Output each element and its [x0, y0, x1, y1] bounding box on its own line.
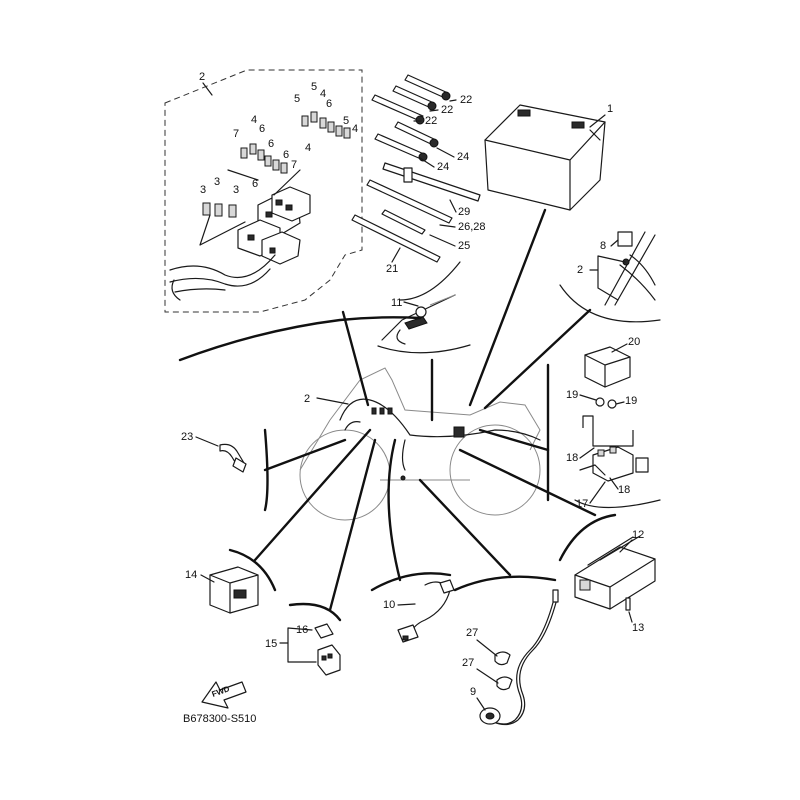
callout-5: 5: [311, 81, 317, 93]
callout-25: 25: [458, 240, 470, 252]
diagram-code: B678300-S510: [183, 713, 256, 725]
callout-6: 6: [252, 178, 258, 190]
callout-22: 22: [425, 115, 437, 127]
callout-7: 7: [233, 128, 239, 140]
callout-5: 5: [343, 115, 349, 127]
callout-2-inset: 2: [199, 71, 205, 83]
callout-20: 20: [628, 336, 640, 348]
callout-23: 23: [181, 431, 193, 443]
callout-9: 9: [470, 686, 476, 698]
callout-16: 16: [296, 624, 308, 636]
callout-5: 5: [294, 93, 300, 105]
fuse-set: [202, 111, 351, 218]
callout-22: 22: [441, 104, 453, 116]
frame-detail-top-right: 8 2: [559, 231, 661, 323]
battery-part: 1: [484, 103, 613, 211]
callout-18: 18: [566, 452, 578, 464]
callout-22: 22: [460, 94, 472, 106]
ground-bolt-detail: 11: [377, 294, 471, 354]
sensor-lead-group: 27 27 9: [453, 575, 559, 726]
separator-arc: [263, 428, 269, 512]
motorcycle-outline: 2: [299, 367, 541, 521]
callout-3: 3: [214, 176, 220, 188]
callout-2-right: 2: [577, 264, 583, 276]
callout-2-main: 2: [304, 393, 310, 405]
callout-3: 3: [200, 184, 206, 196]
wire-band-part: 23: [181, 431, 247, 473]
starter-relay-group: 20 19 19 18 18 17: [566, 336, 661, 510]
leader-lines: [253, 208, 597, 612]
callout-1: 1: [607, 103, 613, 115]
callout-4: 4: [251, 114, 257, 126]
callout-19: 19: [625, 395, 637, 407]
lead-wire-part: 10: [370, 572, 455, 643]
callout-8: 8: [600, 240, 606, 252]
fuse-box-inset: 2 3 3 3 7 7 4 4 4 4 6 6 6 6 6 5 5 5: [164, 69, 363, 313]
callout-11: 11: [391, 297, 402, 309]
callout-24: 24: [437, 161, 449, 173]
rectifier-regulator-group: 12 13: [558, 513, 656, 634]
callout-21: 21: [386, 263, 398, 275]
coupler-group: 16 15: [265, 602, 342, 676]
separator-arc: [178, 316, 422, 362]
fuse-block-part: [169, 186, 311, 301]
relay-part: 14: [185, 548, 277, 614]
callout-6: 6: [283, 149, 289, 161]
cable-ties-group: 22 22 22 24 24 29 26,28 25 21: [351, 74, 486, 301]
callout-3: 3: [233, 184, 239, 196]
callout-29: 29: [458, 206, 470, 218]
callout-27: 27: [466, 627, 478, 639]
callout-4: 4: [352, 123, 358, 135]
callout-27: 27: [462, 657, 474, 669]
callout-14: 14: [185, 569, 197, 581]
callout-7: 7: [291, 159, 297, 171]
callout-6: 6: [326, 98, 332, 110]
callout-18: 18: [618, 484, 630, 496]
callout-10: 10: [383, 599, 395, 611]
forward-direction-arrow: FWD: [201, 681, 247, 709]
callout-12: 12: [632, 529, 644, 541]
callout-6: 6: [268, 138, 274, 150]
callout-26-28: 26,28: [458, 221, 486, 233]
callout-4: 4: [320, 88, 326, 100]
callout-6: 6: [259, 123, 265, 135]
callout-24: 24: [457, 151, 469, 163]
callout-15: 15: [265, 638, 277, 650]
callout-4: 4: [305, 142, 311, 154]
callout-13: 13: [632, 622, 644, 634]
callout-19: 19: [566, 389, 578, 401]
